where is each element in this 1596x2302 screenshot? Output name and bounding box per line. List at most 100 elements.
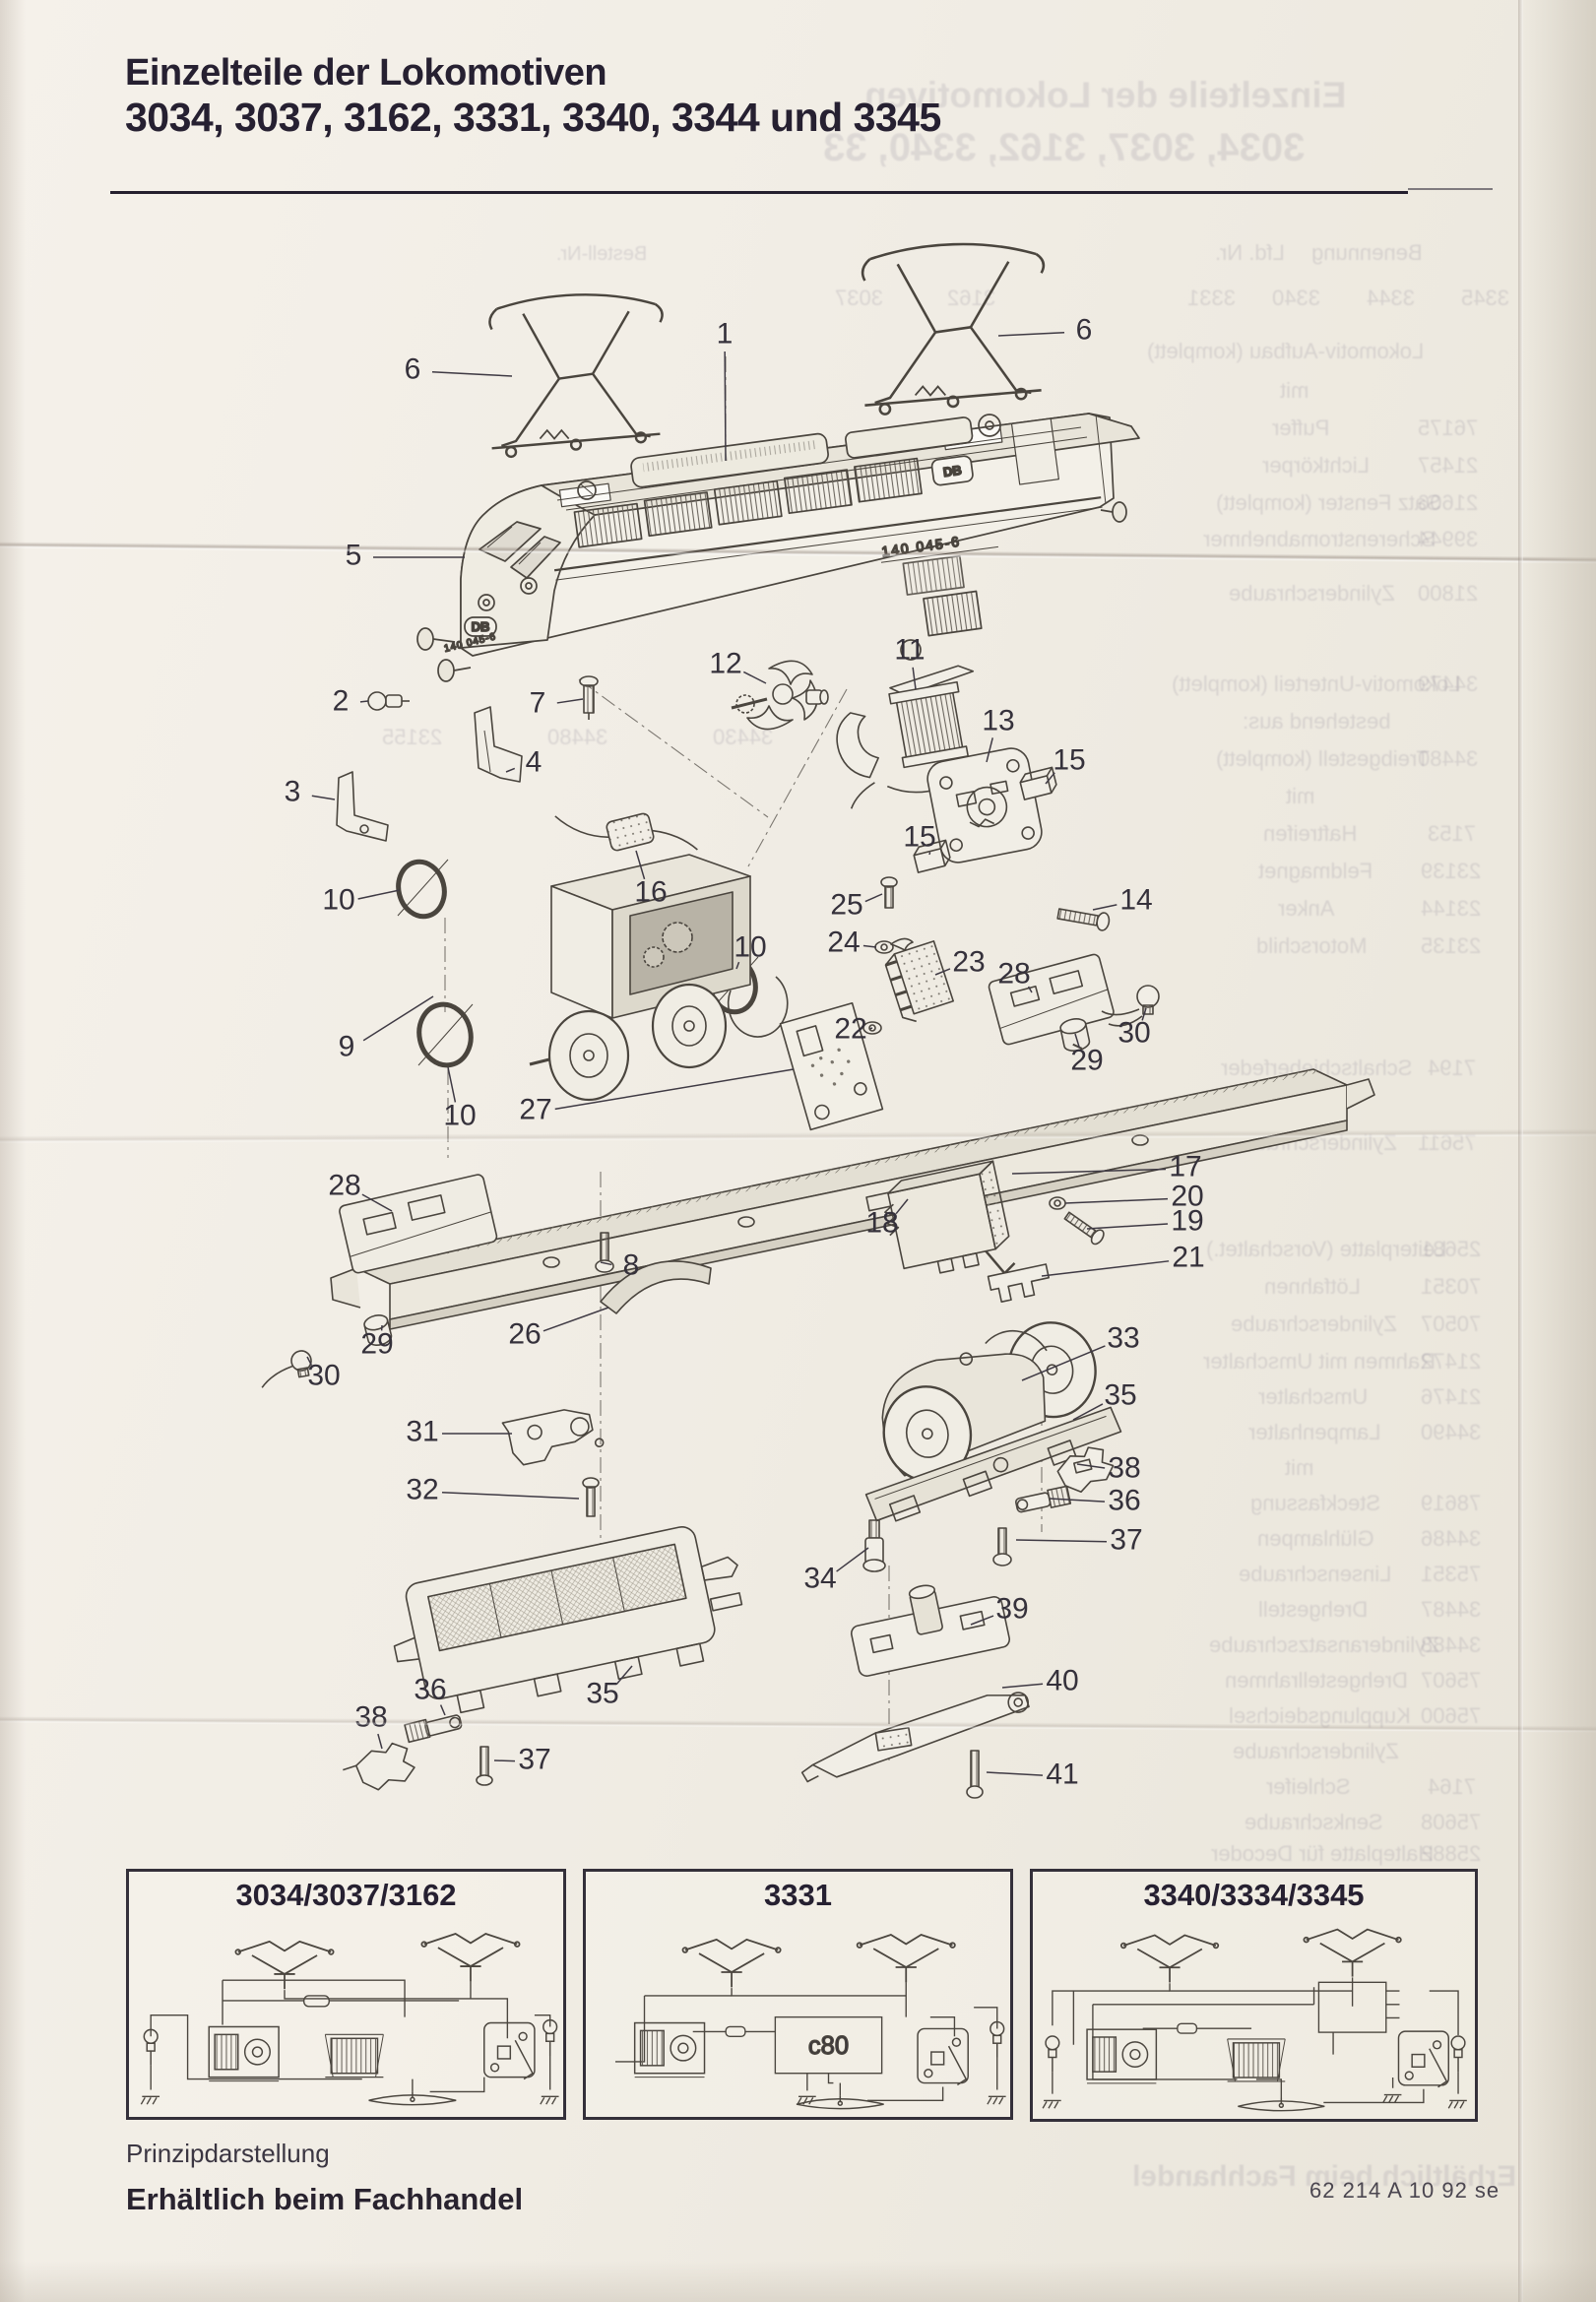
part-bracket-3 — [336, 771, 389, 842]
part-washer-22 — [862, 1021, 882, 1035]
pantograph-right — [861, 242, 1046, 416]
wiring-box-3034-3037-3162: 3034/3037/3162 — [126, 1869, 566, 2120]
callout-leader-line — [1049, 1498, 1106, 1503]
callout-leader-line — [836, 1547, 869, 1572]
callout-leader-line — [1064, 1197, 1169, 1204]
part-lamp-holder-31 — [501, 1409, 605, 1466]
part-screw-8 — [595, 1232, 614, 1273]
part-screw-19 — [1063, 1211, 1105, 1246]
part-armature-12 — [731, 660, 829, 731]
callout-leader-line — [447, 1066, 457, 1103]
callout-leader-line — [377, 1733, 383, 1750]
part-lamp-bracket-28r — [988, 953, 1115, 1046]
wiring-box-3331: 3331 c80 — [583, 1869, 1013, 2120]
part-main-frame-26 — [330, 1068, 1375, 1330]
callout-leader-line — [1092, 904, 1117, 911]
part-pivot-screw-34 — [862, 1519, 886, 1572]
part-brush-15b — [913, 839, 951, 873]
part-coupler-shaft-36r — [1015, 1485, 1072, 1513]
part-screw-14 — [1056, 908, 1111, 931]
callout-leader-line — [864, 893, 883, 903]
part-screw-25 — [880, 876, 898, 909]
part-terminal-board-23 — [884, 940, 954, 1023]
part-bulb-30l — [261, 1350, 312, 1388]
callout-leader-line — [635, 850, 646, 880]
part-contact-plate-21 — [987, 1263, 1050, 1303]
decoder-label: c80 — [808, 2032, 849, 2060]
part-gear-chassis-9 — [529, 854, 789, 1102]
exploded-parts — [261, 660, 1375, 1799]
wiring-box-1-label: 3034/3037/3162 — [235, 1878, 457, 1912]
callout-leader-line — [1076, 1463, 1106, 1469]
callout-leader-line — [1072, 1403, 1104, 1421]
part-lamp-socket-29l — [363, 1314, 393, 1346]
part-power-bogie-33 — [864, 1321, 1122, 1522]
wiring-schematic-3 — [1042, 1928, 1468, 2112]
callout-leader-line — [505, 767, 516, 773]
callout-leader-line — [543, 1307, 609, 1332]
callout-leader-line — [986, 1771, 1044, 1776]
db-logo-front: DB — [472, 619, 490, 634]
part-bulb-30r — [1101, 985, 1160, 1027]
callout-leader-line — [928, 852, 931, 856]
part-screw-41 — [966, 1750, 984, 1799]
part-bracket-4 — [474, 706, 523, 783]
callout-leader-line — [997, 331, 1065, 337]
callout-leader-line — [431, 371, 513, 377]
callout-leader-line — [556, 698, 584, 704]
callout-leader-line — [1015, 1539, 1108, 1543]
availability-note: Erhältlich beim Fachhandel — [126, 2182, 524, 2216]
part-washer-20 — [1049, 1196, 1066, 1210]
callout-leader-line — [1041, 1260, 1170, 1277]
part-screw-7 — [579, 675, 599, 720]
callout-leader-line — [742, 671, 767, 684]
callout-leader-line — [600, 1261, 612, 1266]
part-screw-37r — [992, 1527, 1012, 1567]
title-rule — [110, 191, 1408, 194]
callout-leader-line — [724, 351, 727, 462]
callout-leader-line — [306, 1356, 313, 1366]
callout-leader-line — [493, 1759, 516, 1762]
title-line-1: Einzelteile der Lokomotiven — [125, 52, 607, 94]
wiring-box-3-label: 3340/3334/3345 — [1143, 1878, 1365, 1912]
part-pivot-plate-39 — [850, 1584, 1011, 1677]
locomotive-body-drawing: DB 140 045-6 DB 140 045-6 — [416, 413, 1140, 682]
part-brush-15a — [1019, 766, 1057, 800]
part-lamp-bracket-28l — [339, 1174, 498, 1274]
title-line-2: 3034, 3037, 3162, 3331, 3340, 3344 und 3… — [125, 95, 941, 141]
callout-leader-line — [1141, 1007, 1147, 1021]
callout-leader-line — [869, 1027, 873, 1030]
page-title: Einzelteile der Lokomotiven 3034, 3037, … — [125, 51, 941, 142]
callout-leader-line — [895, 1198, 909, 1215]
callout-leader-line — [1001, 1683, 1044, 1689]
callout-leader-line — [359, 700, 369, 703]
callout-leader-line — [362, 995, 434, 1042]
callout-leader-line — [361, 1193, 393, 1212]
callout-leader-line — [439, 1704, 446, 1716]
part-reversing-unit-18 — [884, 1160, 1016, 1275]
wiring-schematic-2: c80 — [614, 1934, 1007, 2110]
part-pcb-27 — [779, 1001, 884, 1131]
wiring-box-2-label: 3331 — [764, 1878, 832, 1912]
callout-leader-line — [441, 1491, 580, 1500]
part-motor-shield-13 — [926, 747, 1043, 863]
print-code: 62 214 A 10 92 se — [1309, 2178, 1500, 2203]
part-screw-32 — [582, 1477, 600, 1517]
part-lamp-socket-29r — [1059, 1018, 1091, 1052]
part-screw-37l — [476, 1746, 493, 1786]
callout-leader-line — [1021, 1345, 1106, 1381]
diagram-caption: Prinzipdarstellung — [126, 2139, 330, 2168]
callout-leader-line — [311, 795, 336, 800]
callout-leader-line — [970, 1615, 994, 1626]
callout-leader-line — [862, 944, 877, 948]
part-trailing-bogie-frame-35 — [393, 1526, 743, 1714]
part-coupler-shaft-36l — [404, 1714, 463, 1744]
part-drawbar-40 — [800, 1692, 1030, 1783]
callout-leader-line — [1074, 1033, 1081, 1049]
callout-leader-line — [554, 1068, 795, 1111]
callout-leader-line — [357, 889, 401, 900]
wiring-box-3340-3334-3345: 3340/3334/3345 — [1030, 1869, 1478, 2122]
part-lamp-insert-2 — [367, 691, 410, 711]
